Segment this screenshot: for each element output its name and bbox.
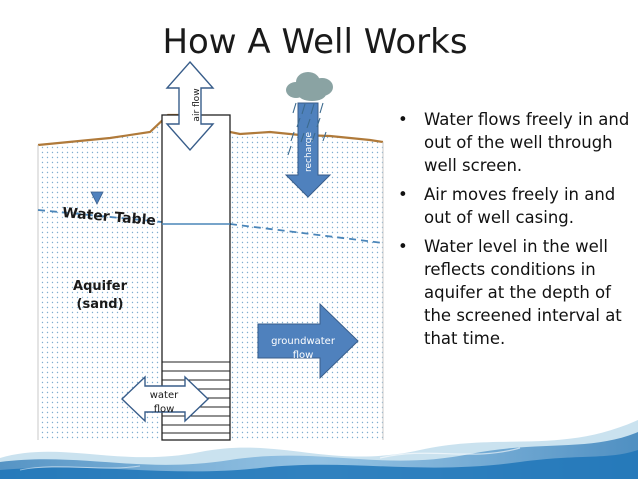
- aquifer-label: Aquifer: [73, 279, 128, 294]
- bullet-text: Water flows freely in and out of the wel…: [424, 110, 630, 175]
- water-flow-label-line1: water: [150, 390, 179, 401]
- bullet-text: Water level in the well reflects conditi…: [424, 237, 622, 348]
- bullet-item: • Air moves freely in and out of well cas…: [396, 183, 634, 229]
- ground-surface-line: [37, 113, 384, 147]
- bullet-marker: •: [398, 185, 408, 204]
- bullet-item: • Water flows freely in and out of the we…: [396, 108, 634, 177]
- bullet-marker: •: [398, 237, 408, 256]
- water-table-line-right: [229, 223, 384, 244]
- water-table-marker-icon: [90, 191, 104, 205]
- recharge-label: recharge: [304, 132, 314, 172]
- air-flow-arrow-icon: [165, 60, 215, 152]
- water-table-line-left: [37, 209, 163, 223]
- groundwater-flow-label-line2: flow: [293, 350, 314, 361]
- bottom-wave-decoration: [0, 420, 638, 479]
- bullet-marker: •: [398, 110, 408, 129]
- bullet-list: • Water flows freely in and out of the we…: [396, 108, 634, 356]
- bullet-text: Air moves freely in and out of well casi…: [424, 185, 616, 227]
- water-flow-arrow-icon: [120, 375, 210, 423]
- water-flow-label-line2: flow: [154, 404, 175, 415]
- rain-drops-icon: [287, 102, 327, 156]
- groundwater-flow-arrow-icon: [257, 302, 359, 380]
- bullet-item: • Water level in the well reflects condit…: [396, 235, 634, 350]
- rain-cloud-icon: [286, 72, 333, 101]
- slide-title: How A Well Works: [162, 22, 468, 62]
- air-flow-label: air flow: [192, 88, 202, 121]
- groundwater-flow-label-line1: groundwater: [271, 336, 336, 347]
- aquifer-sublabel: (sand): [77, 297, 124, 312]
- recharge-arrow-icon: [284, 102, 332, 198]
